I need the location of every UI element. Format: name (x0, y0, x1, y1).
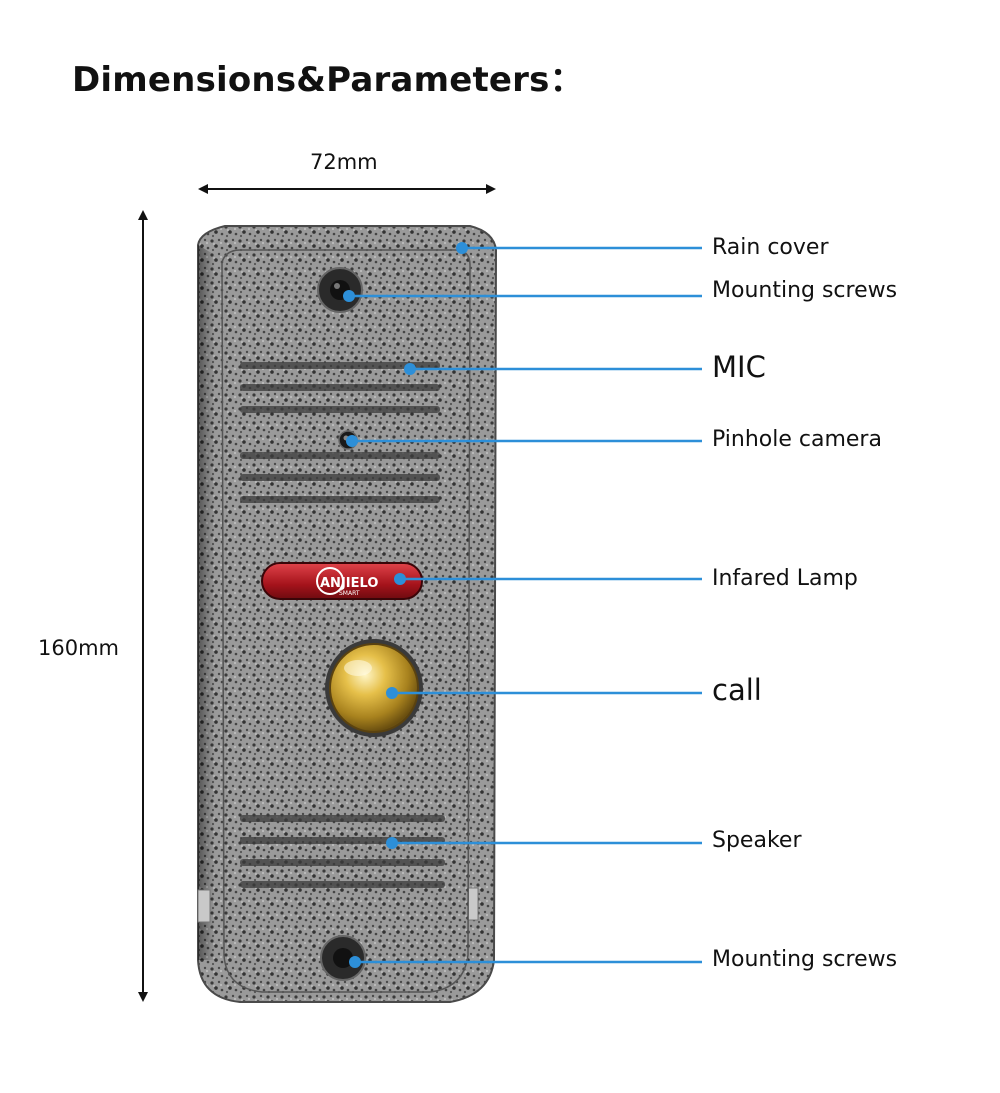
callout-line-mic (404, 363, 702, 375)
mounting-screw-bottom (320, 935, 366, 981)
mounting-screw-top (317, 267, 363, 313)
callout-label-mic: MIC (712, 350, 766, 384)
callout-label-infrared-lamp: Infared Lamp (712, 566, 858, 591)
callout-label-mounting-screws-bottom: Mounting screws (712, 947, 898, 972)
callout-label-mounting-screws-top: Mounting screws (712, 278, 898, 303)
callout-line-mounting-screws-bottom (349, 956, 702, 968)
call-button (325, 639, 423, 737)
height-dimension-label: 160mm (38, 636, 119, 660)
callout-line-rain-cover (456, 242, 702, 254)
callout-label-rain-cover: Rain cover (712, 235, 829, 260)
callout-label-speaker: Speaker (712, 828, 802, 853)
callout-line-infrared-lamp (394, 573, 702, 585)
callout-label-call: call (712, 673, 762, 707)
callout-line-mounting-screws-top (343, 290, 702, 302)
callout-line-pinhole-camera (346, 435, 702, 447)
width-dimension-arrow (198, 184, 496, 194)
page-title: Dimensions&Parameters： (72, 60, 584, 100)
height-dimension-arrow (138, 210, 148, 1002)
callout-lines (343, 242, 702, 968)
mic-grille (240, 362, 440, 503)
callout-line-call (386, 687, 702, 699)
front-panel (221, 249, 471, 993)
infrared-lamp: ANJIELO SMART (261, 562, 423, 600)
brand-sub-text: SMART (339, 590, 360, 597)
callout-line-speaker (386, 837, 702, 849)
width-dimension-label: 72mm (310, 150, 378, 174)
brand-logo-text: ANJIELO (320, 576, 378, 591)
callout-label-pinhole-camera: Pinhole camera (712, 427, 882, 452)
